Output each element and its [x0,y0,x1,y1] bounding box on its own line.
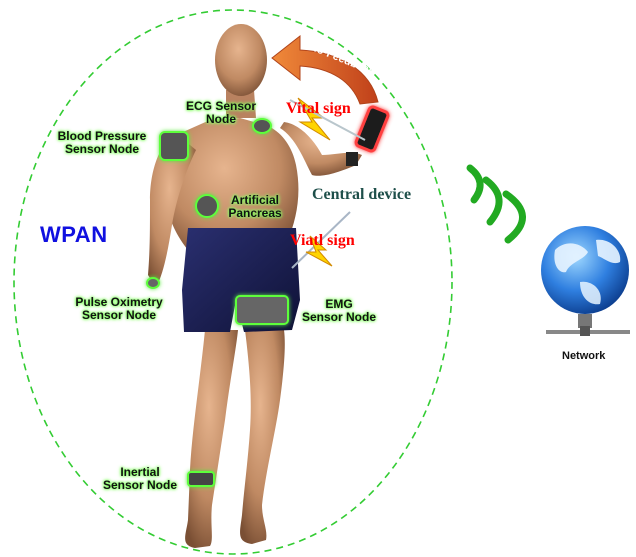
blood-pressure-label: Blood Pressure Sensor Node [40,130,164,156]
emg-label: EMG Sensor Node [288,298,390,324]
ecg-sensor-label: ECG Sensor Node [176,100,266,126]
vital-sign-mid-label: Viatl sign [290,232,355,250]
bp-cuff [160,132,188,160]
pancreas-label-line2: Pancreas [220,207,290,220]
wireless-waves-icon [470,168,523,240]
pulse-oximetry-sensor [147,278,159,288]
pancreas-sensor [196,195,218,217]
vital-sign-top-label: Vital sign [286,100,351,118]
bp-label-line2: Sensor Node [40,143,164,156]
bio-feedback-arrow [272,36,378,104]
central-device-phone [346,106,389,166]
emg-sensor [236,296,288,324]
pancreas-label: Artificial Pancreas [220,194,290,220]
network-label: Network [562,350,605,362]
inertial-label: Inertial Sensor Node [88,466,192,492]
network-globe-icon [541,226,630,336]
pulse-oximetry-label: Pulse Oximetry Sensor Node [60,296,178,322]
pulse-label-line2: Sensor Node [60,309,178,322]
ecg-label-line2: Node [176,113,266,126]
inertial-label-line2: Sensor Node [88,479,192,492]
central-device-label: Central device [312,186,411,204]
emg-label-line2: Sensor Node [288,311,390,324]
wpan-label: WPAN [40,222,108,248]
